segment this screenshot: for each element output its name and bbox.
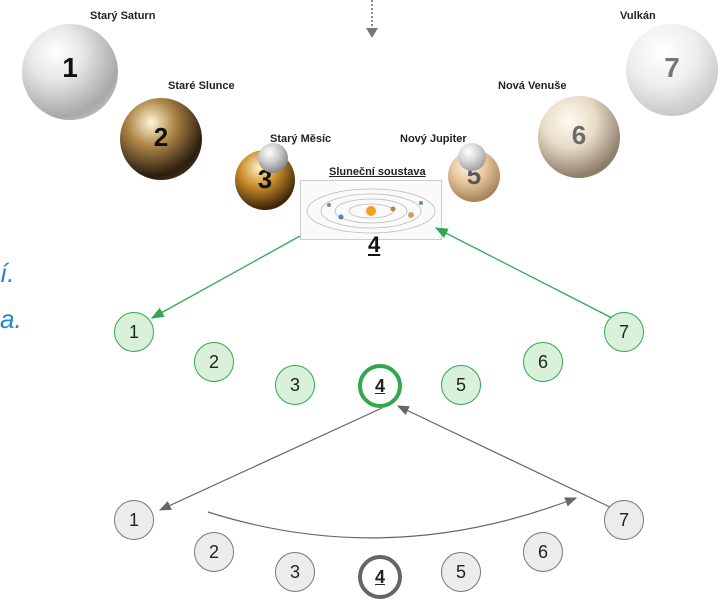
grey-arrow-7-to-4 bbox=[396, 405, 613, 509]
solar-system-image bbox=[300, 180, 442, 240]
jupiter-moon-sphere bbox=[458, 143, 486, 171]
green-arrow-4-to-1 bbox=[150, 235, 301, 319]
solar-system-orbits bbox=[306, 188, 436, 234]
planet-label-5: Nový Jupiter bbox=[400, 133, 467, 145]
green-node-2: 2 bbox=[194, 342, 234, 382]
green-arrow-7-to-4 bbox=[434, 227, 613, 319]
planet-sphere-2: 2 bbox=[120, 98, 202, 180]
planet-number-7: 7 bbox=[664, 52, 680, 83]
grey-node-6: 6 bbox=[523, 532, 563, 572]
top-dotted-arrow bbox=[366, 0, 378, 38]
grey-arrow-4-to-1 bbox=[158, 407, 383, 511]
planet-sphere-6: 6 bbox=[538, 96, 620, 178]
planet-label-2: Staré Slunce bbox=[168, 80, 235, 92]
moon-sphere bbox=[258, 143, 288, 173]
grey-node-2: 2 bbox=[194, 532, 234, 572]
green-node-7: 7 bbox=[604, 312, 644, 352]
green-node-3: 3 bbox=[275, 365, 315, 405]
planet-label-3: Starý Měsíc bbox=[270, 133, 332, 145]
grey-curve-1-to-7 bbox=[207, 497, 578, 539]
solar-system-title: Sluneční soustava bbox=[329, 166, 426, 178]
planet-number-2: 2 bbox=[153, 122, 169, 152]
planet-number-6: 6 bbox=[571, 120, 587, 150]
green-node-1: 1 bbox=[114, 312, 154, 352]
side-text-1: í. bbox=[0, 258, 15, 288]
planet-sphere-1: 1 bbox=[22, 24, 118, 120]
green-node-4: 4 bbox=[358, 364, 402, 408]
planet-sphere-7: 7 bbox=[626, 24, 718, 116]
green-node-5: 5 bbox=[441, 365, 481, 405]
grey-node-7: 7 bbox=[604, 500, 644, 540]
planet-number-1: 1 bbox=[62, 52, 78, 83]
solar-system-number: 4 bbox=[368, 232, 381, 257]
grey-node-4: 4 bbox=[358, 555, 402, 599]
grey-node-5: 5 bbox=[441, 552, 481, 592]
green-node-6: 6 bbox=[523, 342, 563, 382]
planet-label-1: Starý Saturn bbox=[90, 10, 156, 22]
grey-node-1: 1 bbox=[114, 500, 154, 540]
side-text-2: a. bbox=[0, 304, 22, 334]
grey-node-3: 3 bbox=[275, 552, 315, 592]
planet-label-7: Vulkán bbox=[620, 10, 656, 22]
planet-label-6: Nová Venuše bbox=[498, 80, 567, 92]
